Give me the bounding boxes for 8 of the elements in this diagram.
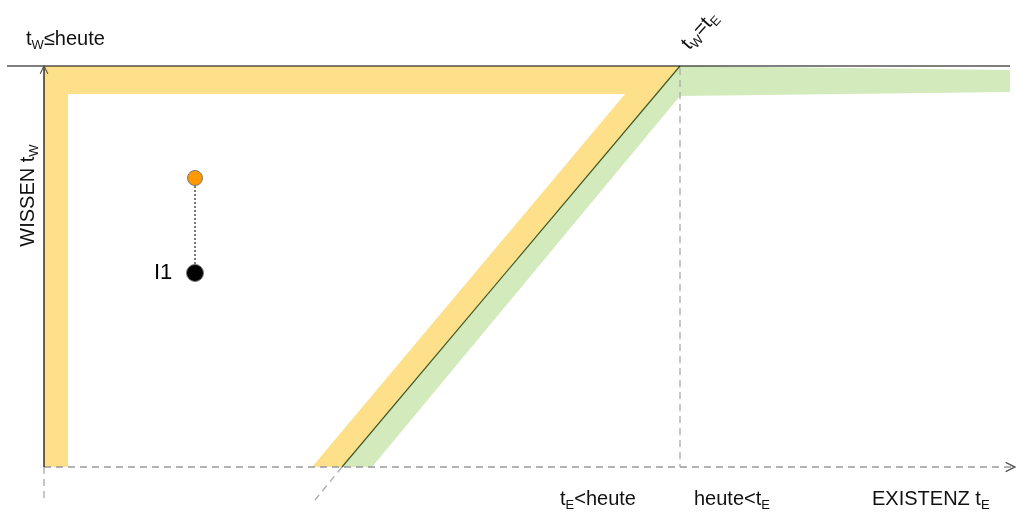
point-marker [186,264,204,282]
condition-label: t$_{E}$<heute [560,488,636,511]
point-label: I1 [154,261,173,283]
condition-label: t$_{W}$≤heute [26,28,105,51]
point-marker [187,170,203,186]
axis-title: EXISTENZ t$_{E}$ [872,488,990,511]
dotted-line [194,185,196,265]
condition-label: heute<t$_{E}$ [694,488,770,511]
